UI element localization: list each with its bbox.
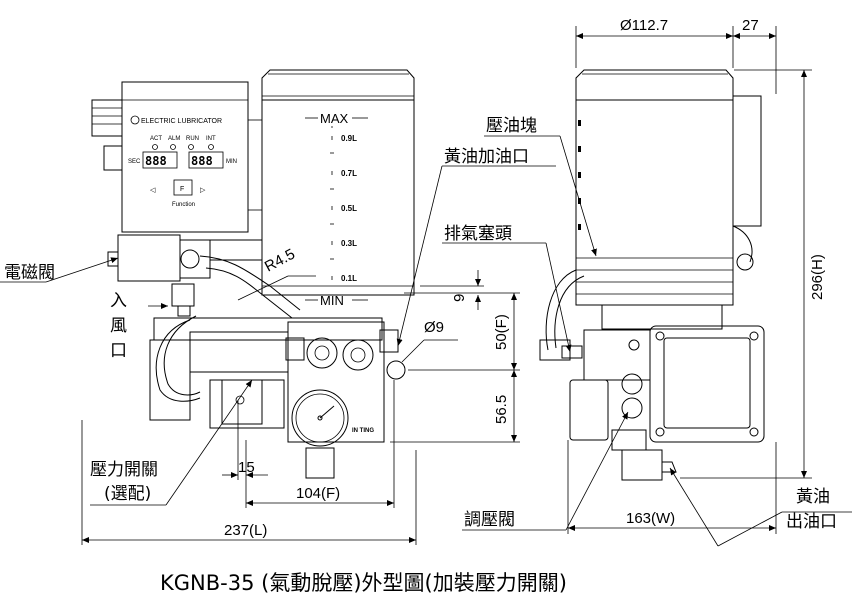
label-air-inlet-3: 口	[110, 341, 127, 361]
mounting-hole	[386, 360, 406, 380]
function-key-label: F	[180, 186, 184, 193]
function-label: Function	[172, 202, 195, 208]
label-vent-plug: 排氣塞頭	[444, 224, 512, 244]
led-run	[188, 144, 194, 150]
dim-163w: 163(W)	[626, 510, 675, 527]
led-alm-label: ALM	[168, 136, 180, 142]
pressure-gauge: IN TING	[291, 389, 374, 479]
min-unit-label: MIN	[226, 159, 237, 165]
mark-05: 0.5L	[341, 204, 357, 213]
dim-50f: 50(F)	[493, 314, 510, 350]
dim-104f: 104(F)	[296, 485, 340, 502]
led-alm	[170, 144, 176, 150]
dim-9: 9	[451, 294, 468, 302]
gauge-brand-label: IN TING	[352, 428, 374, 434]
min-label: MIN	[320, 293, 344, 308]
side-junction-box	[649, 325, 765, 443]
dim-d112-7: Ø112.7	[620, 17, 668, 34]
dim-296h: 296(H)	[809, 254, 826, 300]
led-run-label: RUN	[186, 136, 199, 142]
front-dimensions	[81, 270, 520, 545]
key-right-icon: ▷	[200, 187, 206, 194]
display-left-digits: 888	[145, 154, 167, 168]
label-air-inlet-2: 風	[110, 316, 127, 336]
dim-15: 15	[238, 459, 255, 476]
led-act-label: ACT	[150, 136, 162, 142]
led-int	[208, 144, 214, 150]
mark-03: 0.3L	[341, 239, 357, 248]
label-grease-outlet-2: 出油口	[786, 512, 837, 532]
key-left-icon: ◁	[150, 187, 156, 194]
side-dimensions	[567, 26, 812, 534]
mark-09: 0.9L	[341, 134, 357, 143]
dim-r45: R4.5	[262, 246, 298, 276]
label-follower-plate: 壓油塊	[486, 116, 537, 136]
dim-237l: 237(L)	[224, 522, 267, 539]
reservoir-cap	[261, 69, 415, 101]
label-grease-fill-port: 黃油加油口	[444, 147, 529, 167]
sec-label: SEC	[128, 159, 141, 165]
label-pressure-switch-optional: (選配)	[104, 484, 151, 504]
controller-box: ELECTRIC LUBRICATOR ACT ALM RUN INT SEC …	[121, 81, 263, 233]
side-view: Ø112.7 27 296(H) 163(W)	[396, 17, 852, 547]
solenoid-valve	[107, 234, 263, 282]
max-label: MAX	[320, 111, 349, 126]
mark-07: 0.7L	[341, 169, 357, 178]
side-level-ticks	[578, 120, 581, 230]
label-solenoid-valve: 電磁閥	[4, 263, 55, 283]
led-act	[152, 144, 158, 150]
drawing-caption: KGNB-35 (氣動脫壓)外型圖(加裝壓力開關)	[160, 571, 567, 595]
level-scale: 0.9L 0.7L 0.5L 0.3L 0.1L	[330, 126, 357, 283]
display-right-digits: 888	[191, 154, 213, 168]
label-grease-outlet-1: 黃油	[796, 487, 830, 507]
label-pressure-switch: 壓力開關	[90, 460, 158, 480]
label-pressure-regulator: 調壓閥	[464, 510, 515, 530]
brand-text: ELECTRIC LUBRICATOR	[141, 118, 222, 125]
display-left	[142, 151, 178, 169]
front-view: MAX 0.9L 0.7L 0.5L 0.3L 0.1L MIN	[0, 69, 520, 545]
mark-01: 0.1L	[341, 274, 357, 283]
dim-d9-hole: Ø9	[424, 319, 444, 336]
pump-base	[149, 317, 399, 443]
function-key	[173, 179, 193, 196]
display-right	[188, 151, 224, 169]
dim-56-5: 56.5	[493, 395, 510, 424]
led-int-label: INT	[206, 136, 216, 142]
air-inlet-fitting	[171, 283, 195, 317]
label-air-inlet-1: 入	[110, 291, 127, 311]
cable-gland	[91, 99, 123, 171]
dim-27: 27	[742, 17, 759, 34]
